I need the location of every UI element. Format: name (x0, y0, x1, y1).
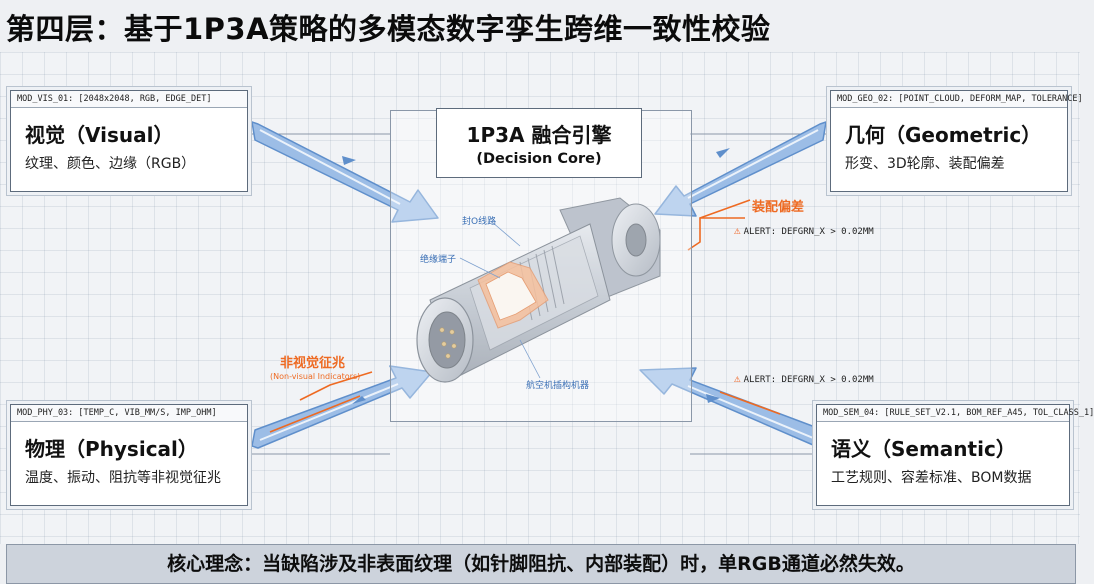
module-desc-visual: 纹理、颜色、边缘（RGB） (25, 156, 196, 172)
core-concept-banner: 核心理念：当缺陷涉及非表面纹理（如针脚阻抗、内部装配）时，单RGB通道必然失效。 (6, 544, 1076, 584)
module-card-visual: MOD_VIS_01: [2048x2048, RGB, EDGE_DET] 视… (10, 90, 248, 192)
module-name-physical: 物理（Physical） (25, 437, 198, 461)
orange-callout-lines (269, 199, 781, 433)
connector-3d-model (416, 197, 661, 383)
module-name-visual: 视觉（Visual） (25, 123, 174, 147)
arrow-inner-highlight (259, 129, 819, 441)
module-card-semantic: MOD_SEM_04: [RULE_SET_V2.1, BOM_REF_A45,… (816, 404, 1094, 506)
module-meta-geometric: MOD_GEO_02: [POINT_CLOUD, DEFORM_MAP, TO… (831, 91, 1083, 108)
alert-semantic: ⚠ALERT: DEFGRN_X > 0.02MM (734, 372, 874, 385)
warning-icon: ⚠ (734, 224, 741, 237)
module-desc-geometric: 形变、3D轮廓、装配偏差 (845, 156, 1005, 172)
nonvisual-indicators-en-label: (Non-visual Indicators) (270, 372, 361, 381)
module-name-semantic: 语义（Semantic） (831, 437, 1016, 461)
module-card-physical: MOD_PHY_03: [TEMP_C, VIB_MM/S, IMP_OHM] … (10, 404, 248, 506)
module-desc-physical: 温度、振动、阻抗等非视觉征兆 (25, 470, 221, 486)
module-meta-physical: MOD_PHY_03: [TEMP_C, VIB_MM/S, IMP_OHM] (11, 405, 247, 422)
page-title: 第四层：基于1P3A策略的多模态数字孪生跨维一致性校验 (6, 12, 771, 46)
module-meta-visual: MOD_VIS_01: [2048x2048, RGB, EDGE_DET] (11, 91, 247, 108)
fusion-engine-title: 1P3A 融合引擎 (466, 123, 612, 147)
alert-semantic-text: ALERT: DEFGRN_X > 0.02MM (743, 375, 874, 385)
module-name-geometric: 几何（Geometric） (845, 123, 1042, 147)
assembly-deviation-label: 装配偏差 (752, 200, 805, 215)
warning-icon: ⚠ (734, 372, 741, 385)
fusion-engine-title-box: 1P3A 融合引擎 (Decision Core) (436, 108, 642, 178)
alert-geometric: ⚠ALERT: DEFGRN_X > 0.02MM (734, 224, 874, 237)
module-desc-semantic: 工艺规则、容差标准、BOM数据 (831, 470, 1032, 486)
alert-geometric-text: ALERT: DEFGRN_X > 0.02MM (743, 227, 874, 237)
part-label-wiring: 封O线路 (462, 217, 497, 227)
small-direction-arrows (342, 148, 730, 404)
module-card-geometric: MOD_GEO_02: [POINT_CLOUD, DEFORM_MAP, TO… (830, 90, 1083, 192)
module-meta-semantic: MOD_SEM_04: [RULE_SET_V2.1, BOM_REF_A45,… (817, 405, 1094, 422)
fusion-engine-subtitle: (Decision Core) (476, 151, 602, 167)
nonvisual-indicators-label: 非视觉征兆 (280, 356, 346, 371)
part-label-connector: 航空机插构机器 (526, 381, 590, 391)
part-label-terminal: 绝缘端子 (420, 255, 457, 265)
